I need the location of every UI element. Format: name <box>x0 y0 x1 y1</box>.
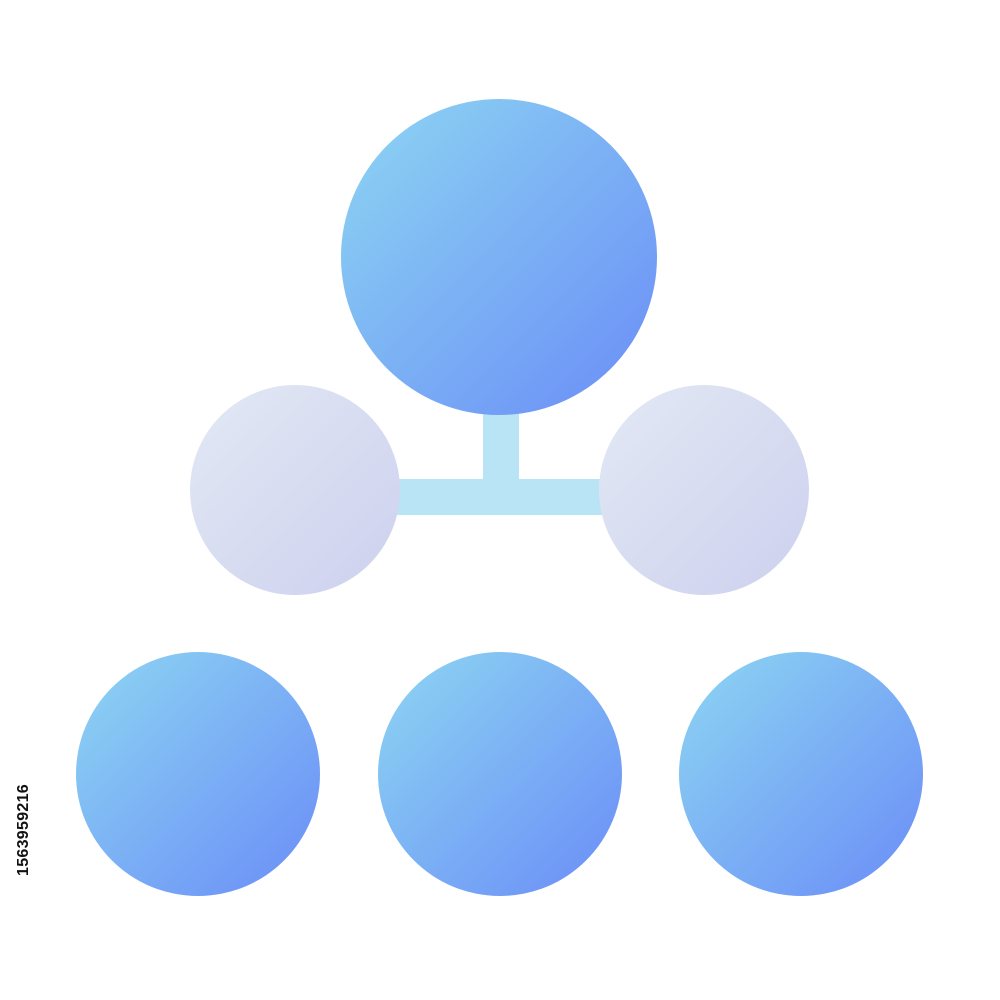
connector-horizontal <box>385 479 617 515</box>
mid-right-node <box>599 385 809 595</box>
mid-left-node <box>190 385 400 595</box>
root-node <box>341 99 657 415</box>
stock-id-label: 1563959216 <box>15 784 32 876</box>
bottom-right-node <box>679 652 923 896</box>
bottom-center-node <box>378 652 622 896</box>
bottom-left-node <box>76 652 320 896</box>
